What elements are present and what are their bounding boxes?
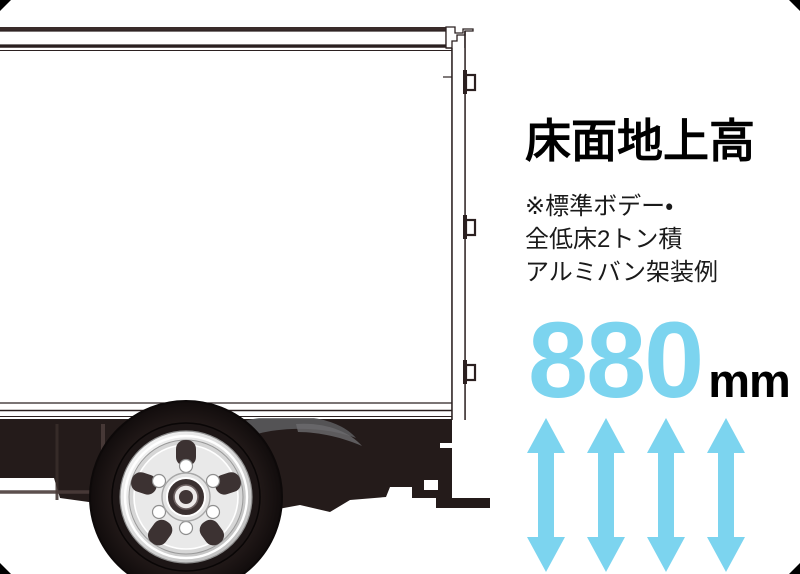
cargo-box-body [0,27,452,418]
door-hinge-icon [463,70,477,94]
double-headed-vertical-arrow-icon [647,418,685,572]
double-headed-vertical-arrow-icon [587,418,625,572]
door-hinge-icon [463,360,477,384]
wheel-vent-slots [131,440,241,546]
height-indicator-arrows [527,418,745,572]
truck-wheel [89,400,283,574]
measurement-value-row: 880 mm [528,299,791,420]
wheel-lug-nuts [151,458,221,536]
truck-side-view-illustration [0,26,490,574]
measurement-value: 880 [528,299,704,420]
measurement-info-panel: 床面地上高 ※標準ボデー・ 全低床2トン積 アルミバン架装例 880 mm [518,0,800,574]
subtitle-line-3: アルミバン架装例 [525,259,718,287]
page-title: 床面地上高 [525,115,755,167]
door-hinge-icon [463,215,477,239]
measurement-unit: mm [708,354,791,407]
double-headed-vertical-arrow-icon [527,418,565,572]
rear-door-hinges [463,70,477,384]
subtitle-line-1: ※標準ボデー・ [525,193,674,220]
subtitle-note: ※標準ボデー・ 全低床2トン積 アルミバン架装例 [525,190,718,289]
double-headed-vertical-arrow-icon [707,418,745,572]
subtitle-line-2: 全低床2トン積 [525,226,683,254]
